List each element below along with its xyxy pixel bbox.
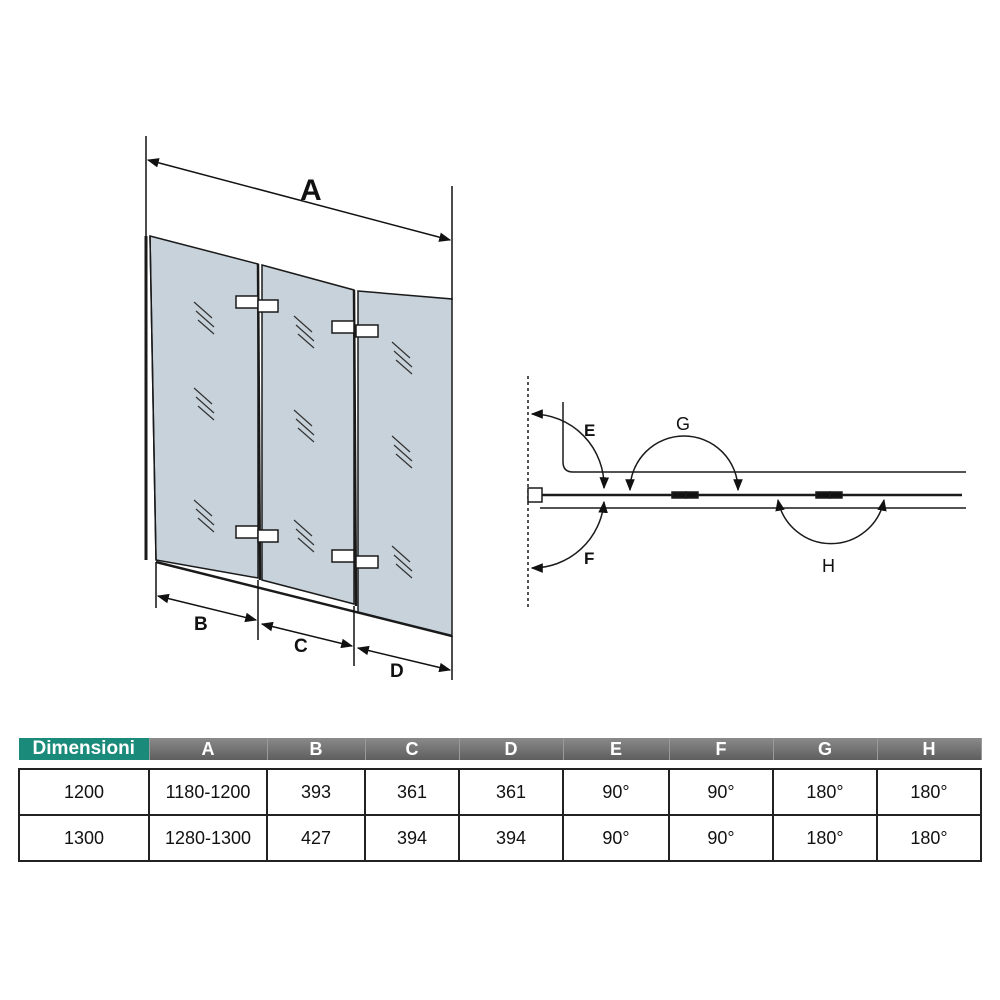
label-b: B [194, 614, 208, 635]
table-header-row: Dimensioni A B C D E F G H [19, 738, 982, 760]
label-e: E [584, 421, 595, 440]
table-cell: 394 [458, 814, 564, 862]
table-cell: 90° [562, 814, 670, 862]
table-cell: 180° [772, 814, 878, 862]
table-cell: 180° [876, 814, 982, 862]
table-cell: 1180-1200 [148, 768, 268, 816]
table-cell: 90° [668, 814, 774, 862]
hinges [235, 295, 379, 569]
hinge-icon [331, 549, 355, 563]
angle-g-arc [625, 435, 743, 492]
table-cell: 90° [562, 768, 670, 816]
dimensions-bcd [155, 562, 453, 680]
hinge-icon [331, 320, 355, 334]
table-row: 1200 1180-1200 393 361 361 90° 90° 180° … [18, 768, 982, 816]
angle-h-arc [775, 498, 887, 545]
shower-screen-diagram: A B C D E F G H [144, 136, 966, 682]
table-cell: 180° [772, 768, 878, 816]
header-h: H [877, 738, 982, 760]
wall-profile-plan [527, 487, 543, 503]
table-cell: 393 [266, 768, 366, 816]
table-cell: 361 [364, 768, 460, 816]
table-cell: 90° [668, 768, 774, 816]
table-row: 1300 1280-1300 427 394 394 90° 90° 180° … [18, 814, 982, 862]
glass-panel-3 [357, 290, 453, 637]
header-f: F [669, 738, 774, 760]
header-a: A [149, 738, 268, 760]
table-cell: 1300 [18, 814, 150, 862]
plan-view [527, 376, 966, 608]
bathtub-edge [562, 402, 966, 473]
dimensions-table: Dimensioni A B C D E F G H 1200 1180-120… [18, 738, 982, 862]
hinge-icon [235, 525, 259, 539]
front-view [144, 235, 453, 638]
angle-e-arc [530, 409, 610, 490]
header-g: G [773, 738, 878, 760]
label-d: D [390, 661, 404, 682]
label-c: C [294, 636, 308, 657]
dimension-a [145, 136, 453, 300]
angle-f-arc [530, 500, 608, 573]
table-cell: 394 [364, 814, 460, 862]
label-h: H [822, 556, 835, 576]
header-e: E [563, 738, 670, 760]
header-d: D [459, 738, 564, 760]
hinge-icon [235, 295, 259, 309]
header-dimensioni: Dimensioni [19, 738, 150, 760]
label-a: A [300, 174, 322, 207]
table-cell: 180° [876, 768, 982, 816]
header-b: B [267, 738, 366, 760]
table-cell: 1200 [18, 768, 150, 816]
glass-reflections [193, 301, 413, 579]
label-f: F [584, 549, 594, 568]
header-c: C [365, 738, 460, 760]
glass-panel-2 [261, 264, 355, 605]
table-cell: 361 [458, 768, 564, 816]
table-cell: 1280-1300 [148, 814, 268, 862]
label-g: G [676, 414, 690, 434]
table-cell: 427 [266, 814, 366, 862]
